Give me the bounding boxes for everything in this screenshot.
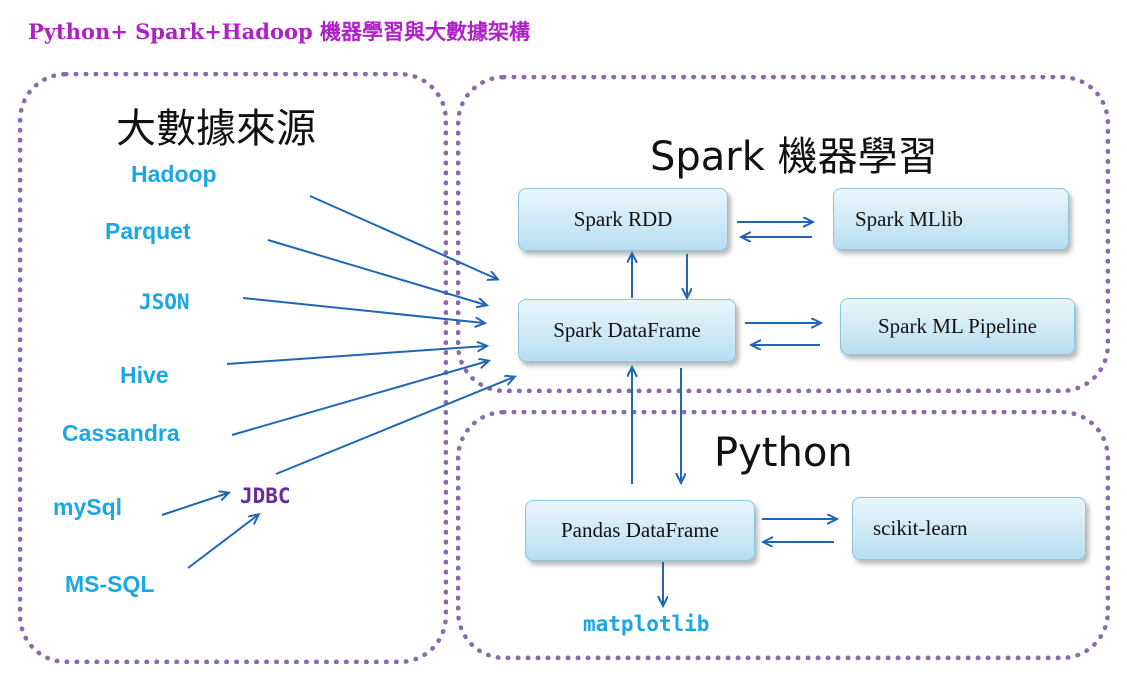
- arrow-json: [242, 297, 484, 323]
- source-json: JSON: [139, 290, 190, 314]
- arrow-cassandra: [231, 361, 488, 436]
- python-heading: Python: [714, 430, 853, 476]
- arrow-hadoop: [309, 195, 497, 279]
- arrow-parquet: [267, 239, 486, 305]
- source-hive: Hive: [120, 362, 169, 388]
- arrow-mssql: [187, 515, 258, 569]
- source-mssql: MS-SQL: [65, 571, 155, 597]
- page-title: Python+ Spark+Hadoop 機器學習與大數據架構: [28, 19, 530, 44]
- box-pandas-dataframe: Pandas DataFrame: [525, 500, 755, 561]
- region-python: [456, 410, 1110, 660]
- box-spark-ml-pipeline: Spark ML Pipeline: [840, 298, 1075, 355]
- arrow-hive: [226, 346, 486, 365]
- box-spark-rdd: Spark RDD: [518, 188, 728, 251]
- source-parquet: Parquet: [105, 218, 191, 244]
- arrow-jdbc: [275, 377, 514, 475]
- spark-heading: Spark 機器學習: [650, 134, 938, 180]
- box-spark-dataframe: Spark DataFrame: [518, 299, 736, 362]
- box-scikit-learn: scikit-learn: [852, 497, 1086, 560]
- source-mysql: mySql: [53, 494, 123, 520]
- sources-heading: 大數據來源: [116, 106, 316, 152]
- box-spark-mllib: Spark MLlib: [833, 188, 1069, 250]
- arrow-mysql: [161, 493, 228, 516]
- source-cassandra: Cassandra: [62, 420, 180, 446]
- matplotlib-label: matplotlib: [583, 612, 710, 636]
- jdbc-label: JDBC: [240, 484, 291, 508]
- region-data-sources: [18, 72, 448, 664]
- region-spark-ml: [456, 75, 1110, 393]
- source-hadoop: Hadoop: [131, 161, 217, 187]
